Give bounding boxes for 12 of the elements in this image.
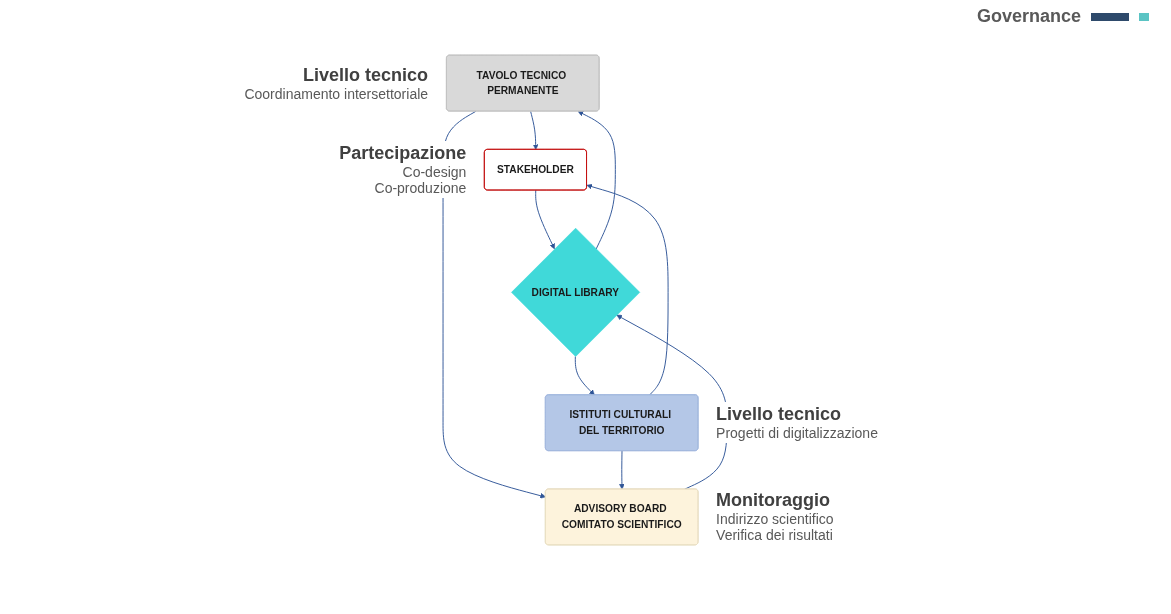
diagram-title: Governance [976, 6, 1081, 27]
description-text: Verifica dei risultati [716, 527, 834, 544]
section-heading: Monitoraggio [716, 490, 832, 512]
section-heading: Livello tecnico [302, 64, 429, 86]
description-text: Co-design [401, 164, 467, 181]
description-text: Co-produzione [373, 180, 467, 197]
section-heading: Livello tecnico [716, 404, 843, 426]
description-text: Progetti di digitalizzazione [716, 425, 878, 442]
node-diamond: DIGITAL LIBRARY [511, 227, 641, 357]
description-text: Coordinamento intersettoriale [244, 85, 429, 102]
section-heading: Partecipazione [339, 143, 467, 165]
description-text: Indirizzo scientifico [716, 511, 834, 528]
